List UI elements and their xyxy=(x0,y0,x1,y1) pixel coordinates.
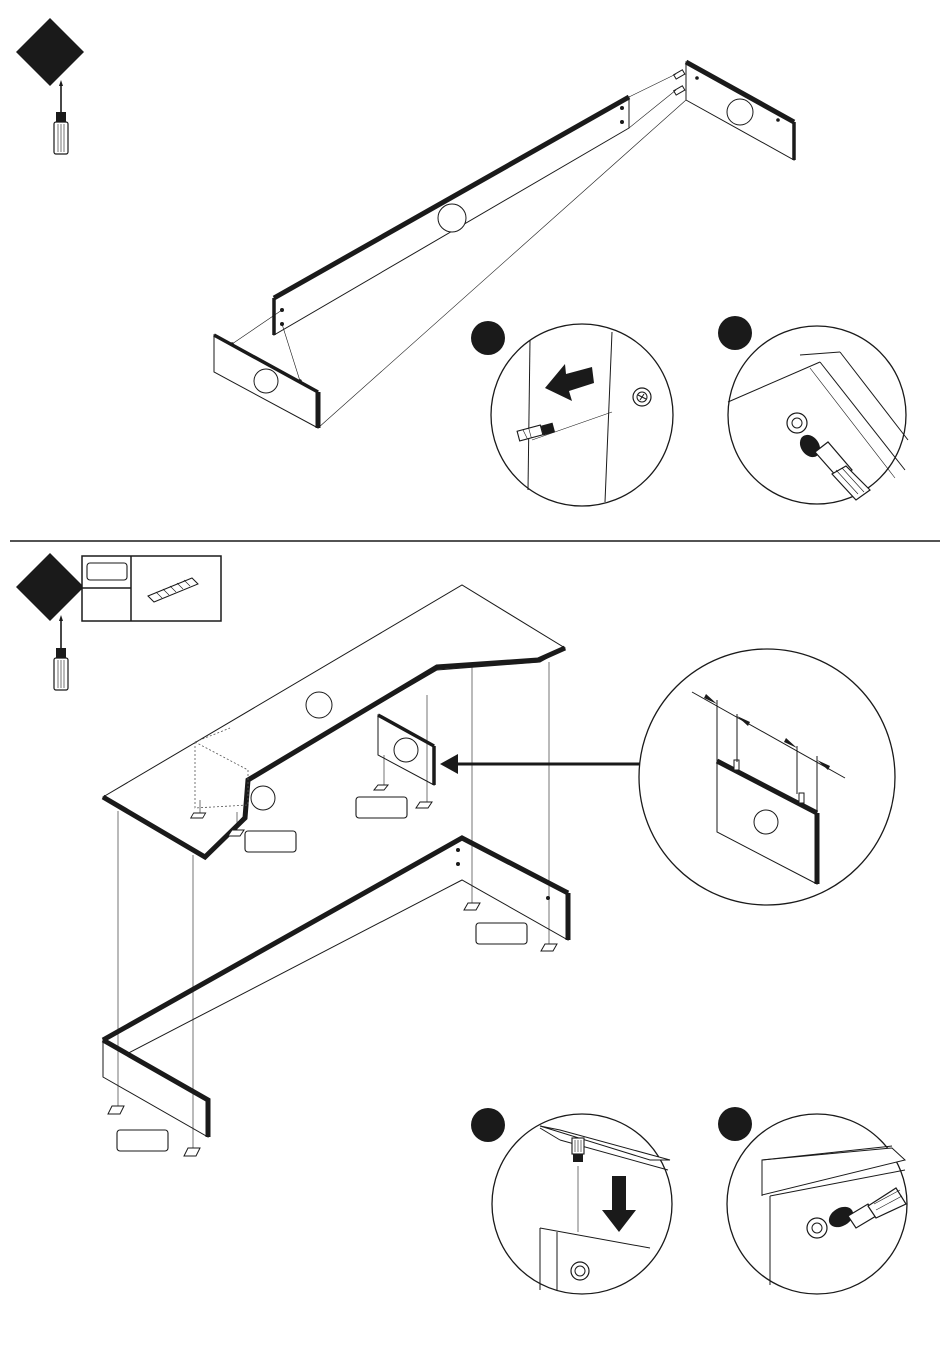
screwdriver-icon xyxy=(54,80,68,154)
parts-box xyxy=(82,556,221,621)
step-top xyxy=(16,18,908,506)
right-side-panel xyxy=(686,62,794,160)
cam-lock-tighten-detail xyxy=(718,1107,907,1294)
screw-down-detail xyxy=(471,1108,672,1294)
arrow-left-icon xyxy=(440,754,458,774)
part-label-icon xyxy=(476,923,527,944)
long-back-panel xyxy=(274,97,629,335)
cam-dowel-insert-detail xyxy=(471,321,673,506)
center-support-panel xyxy=(374,695,434,808)
screwdriver-icon xyxy=(54,615,68,690)
detail-number-badge xyxy=(471,1108,505,1142)
part-label-icon xyxy=(245,831,296,852)
part-label-icon xyxy=(356,797,407,818)
detail-number-badge xyxy=(718,316,752,350)
dowel-pins xyxy=(674,70,685,95)
step-marker-diamond xyxy=(16,18,84,86)
left-side-panel xyxy=(214,335,318,428)
lower-frame-panel xyxy=(103,838,568,1060)
step-bottom xyxy=(16,553,907,1294)
step-marker-diamond xyxy=(16,553,84,621)
detail-number-badge xyxy=(471,321,505,355)
detail-number-badge xyxy=(718,1107,752,1141)
part-label-icon xyxy=(87,563,127,580)
front-left-panel xyxy=(103,1040,208,1137)
cam-lock-tighten-detail xyxy=(718,316,908,504)
panel-spacing-detail xyxy=(639,649,895,905)
desk-top-panel xyxy=(103,585,565,857)
part-label-icon xyxy=(117,1130,168,1151)
